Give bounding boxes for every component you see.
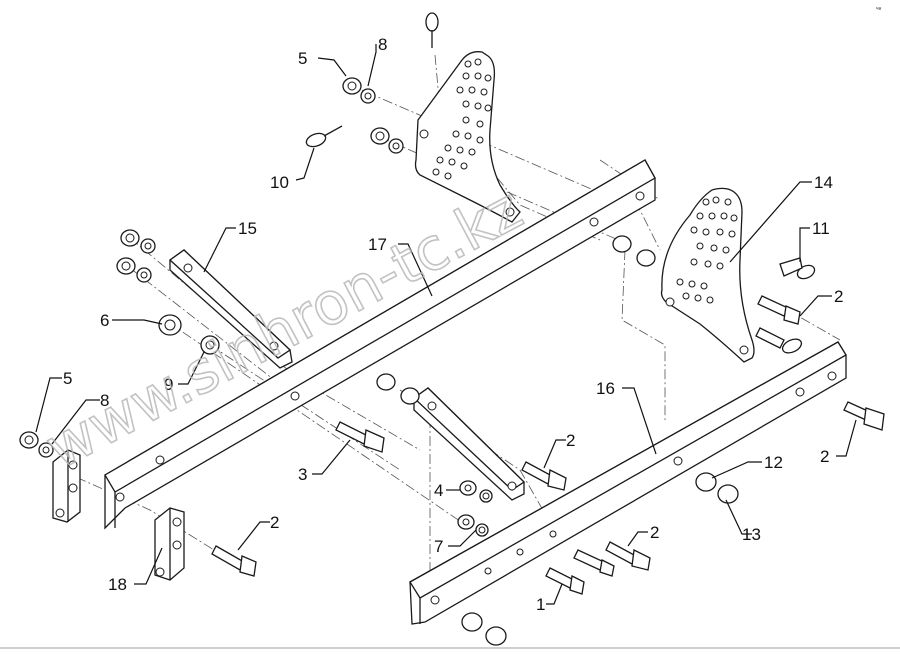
part-middle-plate <box>412 387 526 501</box>
callout-2-left-bottom: 2 <box>270 513 279 532</box>
part-11-pin <box>779 257 816 354</box>
part-16-beam <box>409 341 847 625</box>
part-14-bracket <box>660 187 755 363</box>
callout-15: 15 <box>238 219 257 238</box>
callout-1: 1 <box>536 595 545 614</box>
part-upper-bracket <box>414 51 521 223</box>
callout-8-left: 8 <box>100 391 109 410</box>
callout-11: 11 <box>812 219 830 238</box>
callout-16: 16 <box>596 379 615 398</box>
callout-7: 7 <box>434 537 443 556</box>
callout-14: 14 <box>814 173 833 192</box>
bracket-holes-right <box>665 196 749 355</box>
callout-3: 3 <box>298 465 307 484</box>
corner-mark: чн <box>876 6 882 12</box>
callout-6: 6 <box>100 311 109 330</box>
part-left-plate <box>52 449 81 523</box>
callout-5-top: 5 <box>298 49 307 68</box>
callout-2-bottom: 2 <box>650 523 659 542</box>
callout-18: 18 <box>108 575 127 594</box>
callout-9: 9 <box>164 375 173 394</box>
callout-4: 4 <box>434 481 443 500</box>
callout-labels: 5 8 10 15 17 14 11 2 6 9 5 8 16 2 3 2 12… <box>63 35 843 614</box>
callout-2-right-mid: 2 <box>820 447 829 466</box>
callout-17: 17 <box>368 235 387 254</box>
part-18-plate <box>154 507 185 581</box>
callout-8-top: 8 <box>378 35 387 54</box>
callout-13: 13 <box>742 525 761 544</box>
callout-5-left: 5 <box>63 369 72 388</box>
callout-2-right-top: 2 <box>834 287 843 306</box>
callout-10: 10 <box>270 173 289 192</box>
part-nuts-washers <box>19 77 739 646</box>
callout-2-middle: 2 <box>566 431 575 450</box>
part-top-pin <box>425 12 439 48</box>
part-17-beam <box>104 159 656 530</box>
part-10-pin <box>305 125 343 148</box>
callout-leaders <box>35 44 857 605</box>
part-bolts <box>211 295 885 595</box>
part-15-plate <box>168 249 293 369</box>
callout-12: 12 <box>764 453 783 472</box>
bracket-holes-upper <box>419 58 515 217</box>
